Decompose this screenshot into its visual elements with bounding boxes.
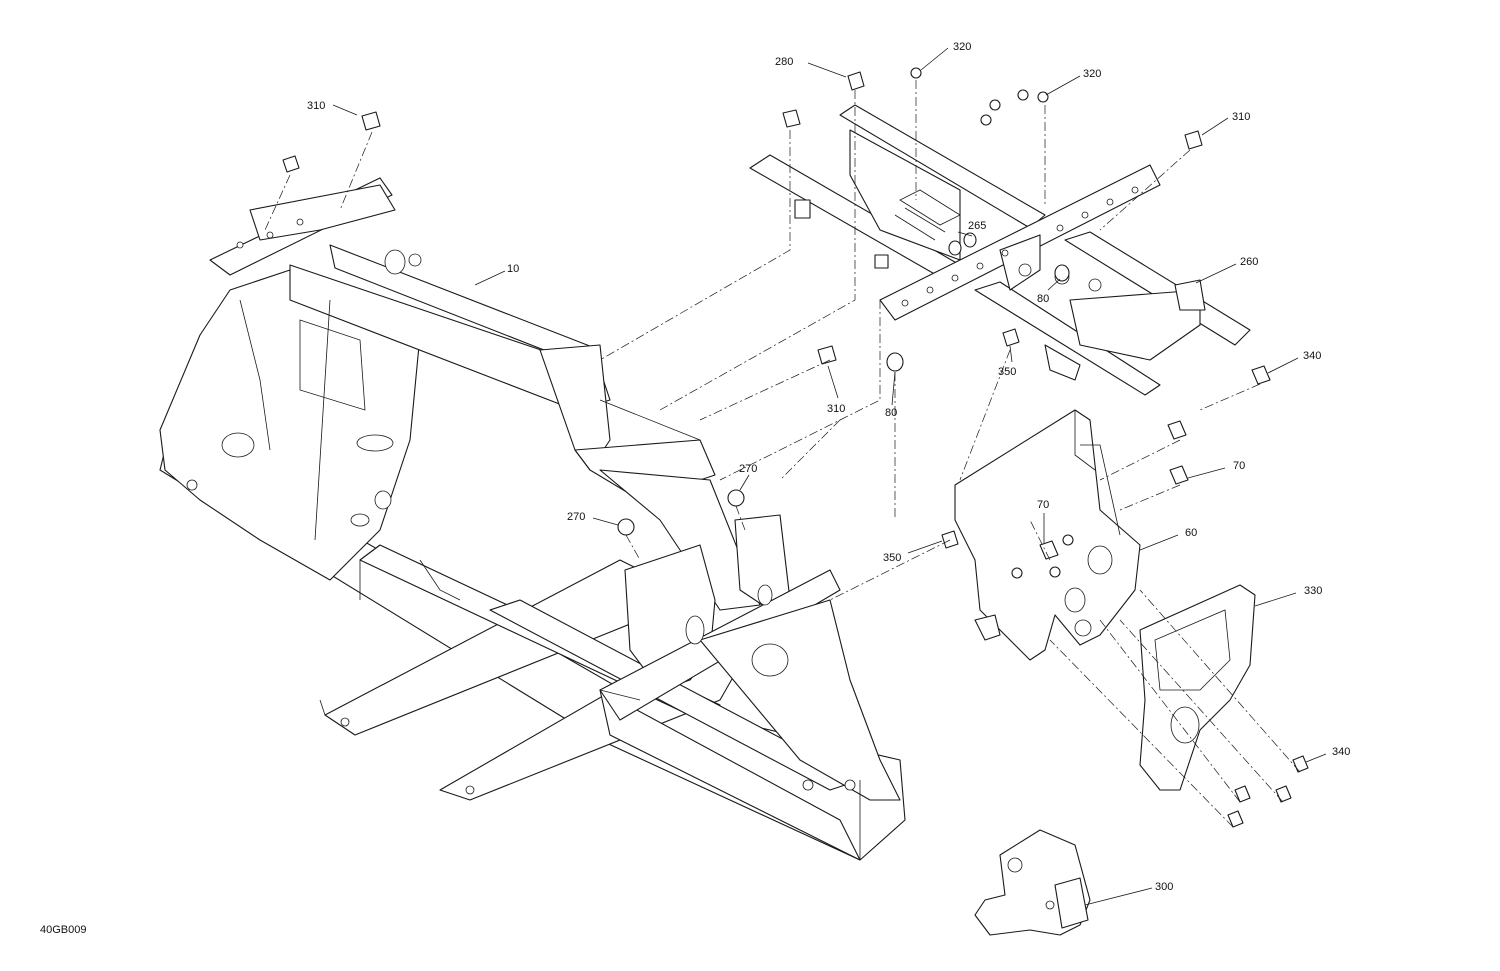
callout-310: 310 [827,403,845,415]
hitch-receiver-part-300 [974,829,1091,936]
callout-60: 60 [1185,527,1197,539]
main-frame-part-10 [159,177,906,861]
callout-265: 265 [968,220,986,232]
callout-300: 300 [1155,881,1173,893]
callout-70: 70 [1037,499,1049,511]
callout-340: 340 [1332,746,1350,758]
fasteners [282,67,1309,828]
callout-350: 350 [998,366,1016,378]
callout-270: 270 [739,463,757,475]
callout-280: 280 [775,56,793,68]
callout-310: 310 [1232,111,1250,123]
callout-80: 80 [1037,293,1049,305]
assembly-lines [264,80,1301,828]
callout-340: 340 [1303,350,1321,362]
callout-310: 310 [307,100,325,112]
hitch-bracket-part-60 [954,409,1141,661]
callout-320: 320 [953,41,971,53]
callout-260: 260 [1240,256,1258,268]
rear-subframe-part-260 [749,104,1251,396]
callout-80: 80 [885,407,897,419]
callout-350: 350 [883,552,901,564]
callout-330: 330 [1304,585,1322,597]
callout-10: 10 [507,263,519,275]
drawing-code: 40GB009 [40,924,86,936]
skid-plate-part-330 [1139,584,1256,791]
leader-lines [332,47,1327,906]
callout-320: 320 [1083,68,1101,80]
callout-270: 270 [567,511,585,523]
callouts: 310 280 320 320 310 10 265 260 80 340 31… [307,41,1350,893]
callout-70: 70 [1233,460,1245,472]
